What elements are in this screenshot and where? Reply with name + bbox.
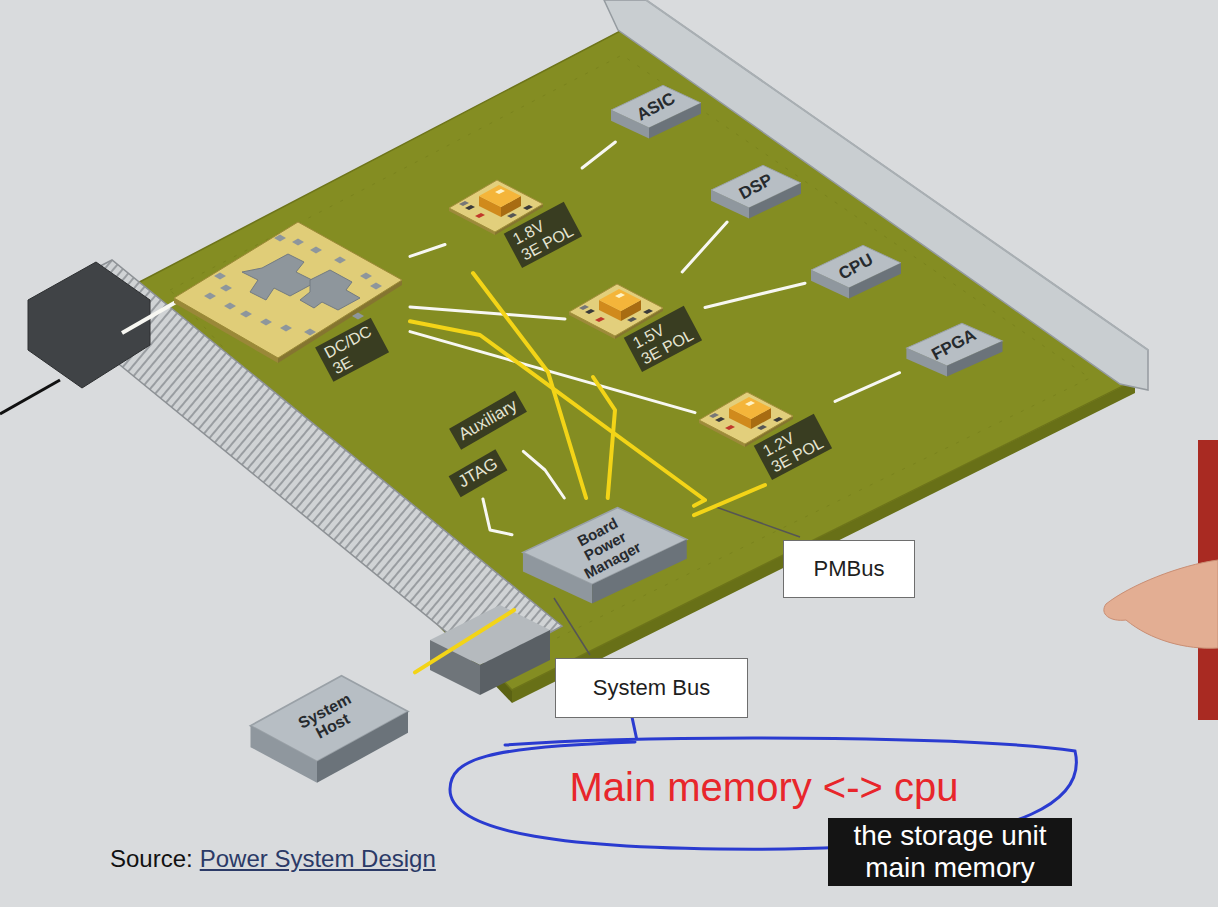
annotation-line	[632, 718, 636, 738]
text-holder: JTAG	[448, 449, 507, 496]
leader-line	[554, 598, 590, 655]
pmbus-line	[410, 321, 705, 506]
component	[627, 317, 637, 322]
component	[459, 201, 469, 206]
power-manager-chip: Board Power Manager	[512, 498, 694, 610]
component	[360, 273, 372, 280]
heatsink	[242, 254, 316, 300]
bus-connector	[480, 630, 550, 695]
power-line	[582, 142, 615, 168]
callout-box: System Bus	[555, 658, 748, 718]
source-label: Source:	[110, 845, 193, 872]
text-holder: Main memory <-> cpu	[569, 765, 958, 810]
component	[465, 205, 475, 210]
power-line	[523, 451, 564, 498]
text-holder: System Bus	[593, 675, 710, 701]
pol-module: 1.8V3E POL	[445, 168, 585, 273]
chip-side	[251, 726, 318, 783]
component	[475, 213, 485, 218]
inductor-top	[599, 289, 641, 311]
component	[214, 273, 226, 280]
cpu-chip: CPU	[805, 240, 905, 302]
inductor-top	[729, 397, 771, 419]
power-line	[705, 283, 805, 307]
component	[773, 417, 783, 422]
component	[370, 283, 382, 290]
subtitle-box: the storage unit main memory	[828, 818, 1072, 886]
component	[579, 305, 589, 310]
component	[310, 247, 322, 254]
pol-module: 1.5V3E POL	[565, 272, 705, 377]
power-wire	[122, 302, 176, 333]
component	[280, 325, 292, 332]
component	[240, 311, 252, 318]
dsp-chip: DSP	[705, 160, 805, 222]
asic-chip: ASIC	[605, 80, 705, 142]
fpga-chip: FPGA	[900, 318, 1007, 380]
mounting-bracket	[604, 0, 1148, 390]
label-text: the storage unit main memory	[834, 820, 1066, 884]
callout-box: PMBus	[783, 540, 915, 598]
connector-housing	[28, 262, 150, 388]
pol-module: 1.2V3E POL	[695, 380, 835, 485]
component	[204, 293, 216, 300]
component	[224, 303, 236, 310]
heatsink	[300, 270, 360, 310]
inductor-mark	[745, 401, 755, 406]
label-text: System Bus	[593, 675, 710, 701]
power-line	[835, 373, 900, 402]
label-text: PMBus	[814, 556, 885, 582]
board-label: Auxiliary	[430, 390, 545, 451]
bracket-edge	[646, 0, 1148, 350]
label-text: Auxiliary	[455, 395, 520, 444]
source-line: Source: Power System Design	[110, 845, 436, 873]
component	[643, 309, 653, 314]
component	[725, 425, 735, 430]
component	[757, 425, 767, 430]
component	[585, 309, 595, 314]
inductor-top	[479, 185, 521, 207]
component	[260, 319, 272, 326]
text-holder: Auxiliary	[449, 391, 527, 450]
label-text: Main memory <-> cpu	[569, 765, 958, 810]
board-texture	[170, 55, 1090, 660]
component	[595, 317, 605, 322]
label-text: JTAG	[454, 454, 500, 492]
inductor-mark	[615, 293, 625, 298]
leader-line	[716, 507, 800, 537]
component	[352, 313, 364, 320]
presenter-hand	[1104, 560, 1218, 648]
system-bus-line	[415, 610, 514, 672]
component	[274, 235, 286, 242]
component	[334, 257, 346, 264]
power-line	[410, 245, 445, 257]
component	[507, 213, 517, 218]
circuit-board	[128, 30, 1135, 690]
power-line	[483, 499, 512, 535]
component	[304, 329, 316, 336]
power-line	[410, 307, 565, 319]
cable	[0, 380, 60, 414]
system-host-chip: System Host	[240, 665, 415, 790]
component	[292, 239, 304, 246]
pmbus-line	[593, 377, 615, 498]
text-holder: the storage unit main memory	[834, 820, 1066, 884]
dcdc-module: DC/DC3E	[170, 210, 410, 385]
source-link: Power System Design	[200, 845, 436, 872]
inductor-mark	[495, 189, 505, 194]
component	[220, 285, 232, 292]
text-holder: PMBus	[814, 556, 885, 582]
component	[715, 417, 725, 422]
component	[709, 413, 719, 418]
power-line	[682, 222, 727, 272]
board-label: JTAG	[440, 452, 515, 499]
pmbus-line	[694, 485, 765, 515]
component	[523, 205, 533, 210]
